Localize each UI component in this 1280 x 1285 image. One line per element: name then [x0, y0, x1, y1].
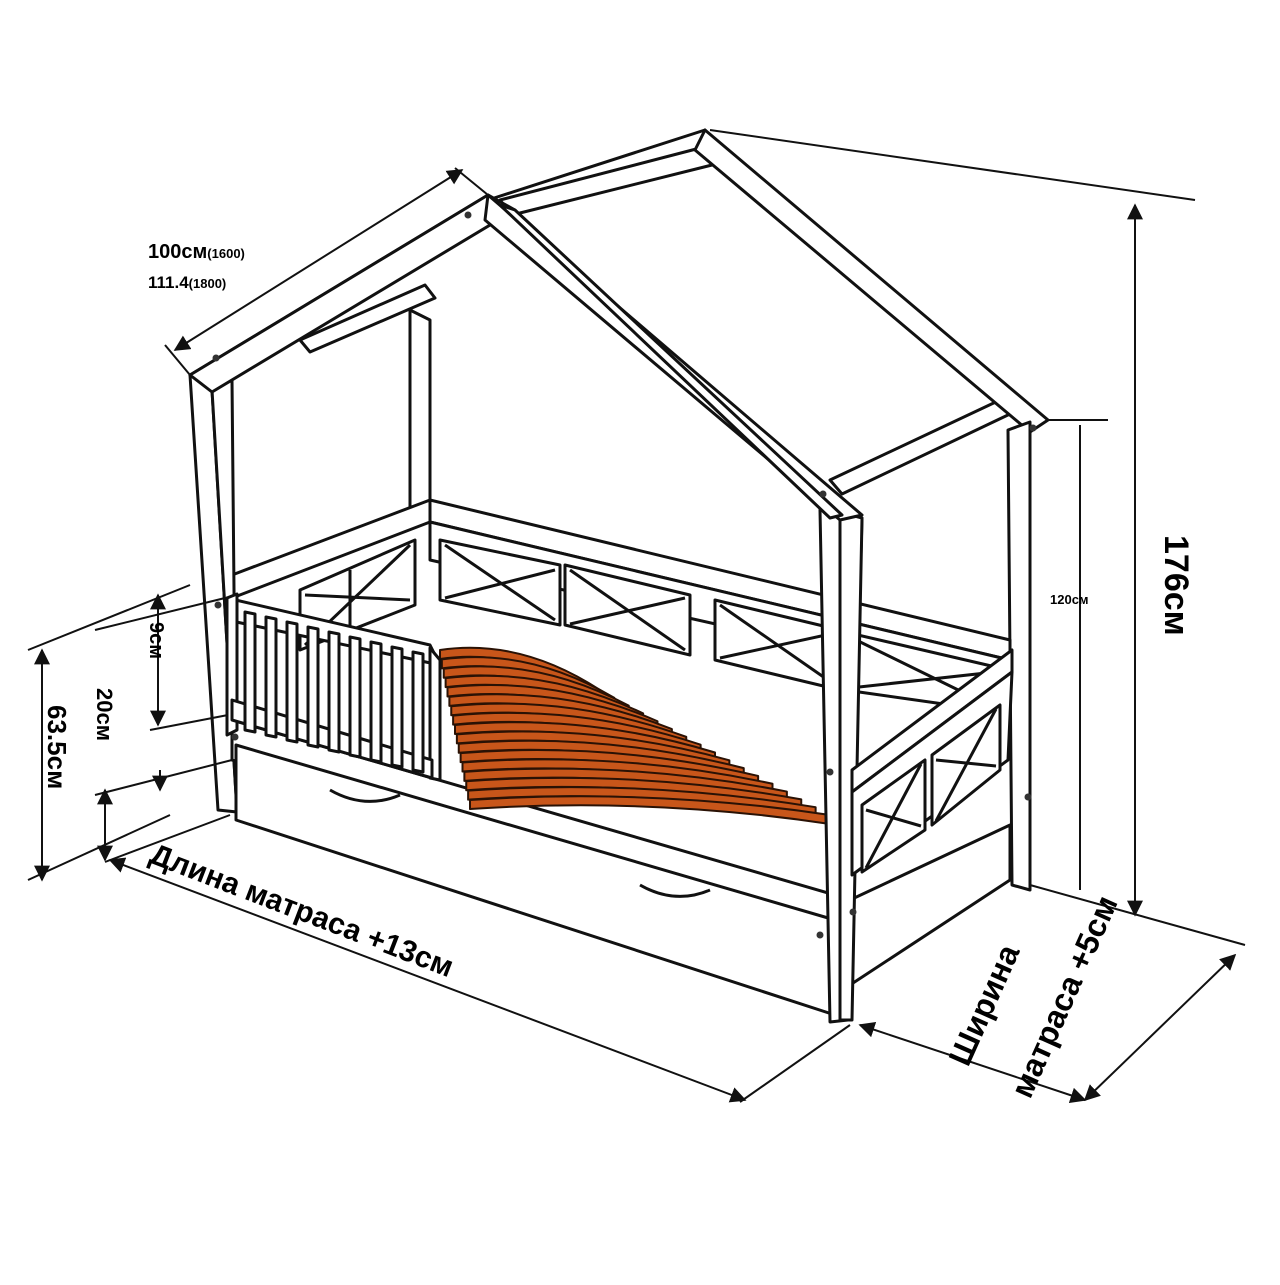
label-width-line2: матраса +5см — [1004, 890, 1125, 1103]
label-width-line1: Ширина — [942, 939, 1027, 1071]
bed-frame — [188, 128, 1050, 1024]
roof-ridge-beam — [498, 146, 714, 217]
bolt — [1024, 793, 1032, 801]
dim-length-line — [108, 857, 747, 1103]
back-left-post — [408, 308, 432, 522]
guard-bar — [411, 650, 425, 774]
mattress-slats — [439, 646, 831, 825]
label-top-width-main: 100см(1600) — [148, 241, 245, 263]
bolt — [819, 490, 827, 498]
guard-bar — [327, 630, 341, 754]
bolt — [849, 908, 857, 916]
drawer-wheel-left — [329, 788, 401, 803]
label-rail-gap: 9см — [145, 622, 167, 659]
guard-bar — [369, 640, 383, 764]
back-gable-right — [693, 128, 1050, 434]
guard-bars — [243, 610, 425, 774]
guard-bar — [285, 620, 299, 744]
front-guard-rail — [225, 592, 442, 782]
bolt — [212, 354, 220, 362]
label-top-width-alt: 111.4(1800) — [148, 273, 226, 292]
label-inner-height: 120см — [1050, 592, 1089, 607]
guard-bar — [390, 645, 404, 769]
dim-width-line — [858, 1021, 1087, 1104]
front-gable-inner — [498, 203, 844, 520]
bolt — [826, 768, 834, 776]
guard-bar — [264, 615, 278, 739]
foot-end-x — [860, 703, 1002, 874]
label-side-height: 63.5см — [42, 705, 72, 789]
dimension-lines — [27, 129, 1246, 1104]
bolt — [1029, 424, 1037, 432]
roof-right-slat — [828, 398, 1012, 496]
guard-bar — [243, 610, 257, 734]
guard-bar — [306, 625, 320, 749]
bolt — [214, 601, 222, 609]
label-rail-height: 20см — [92, 688, 117, 741]
label-total-height: 176см — [1157, 535, 1195, 636]
bolt — [464, 211, 472, 219]
front-gable-left — [188, 193, 517, 394]
guard-bar — [348, 635, 362, 759]
dim-top-width-line — [173, 169, 464, 351]
bolt — [816, 931, 824, 939]
back-x-panels — [438, 538, 1002, 714]
bolt — [231, 733, 239, 741]
bolt-markers — [212, 211, 1037, 939]
